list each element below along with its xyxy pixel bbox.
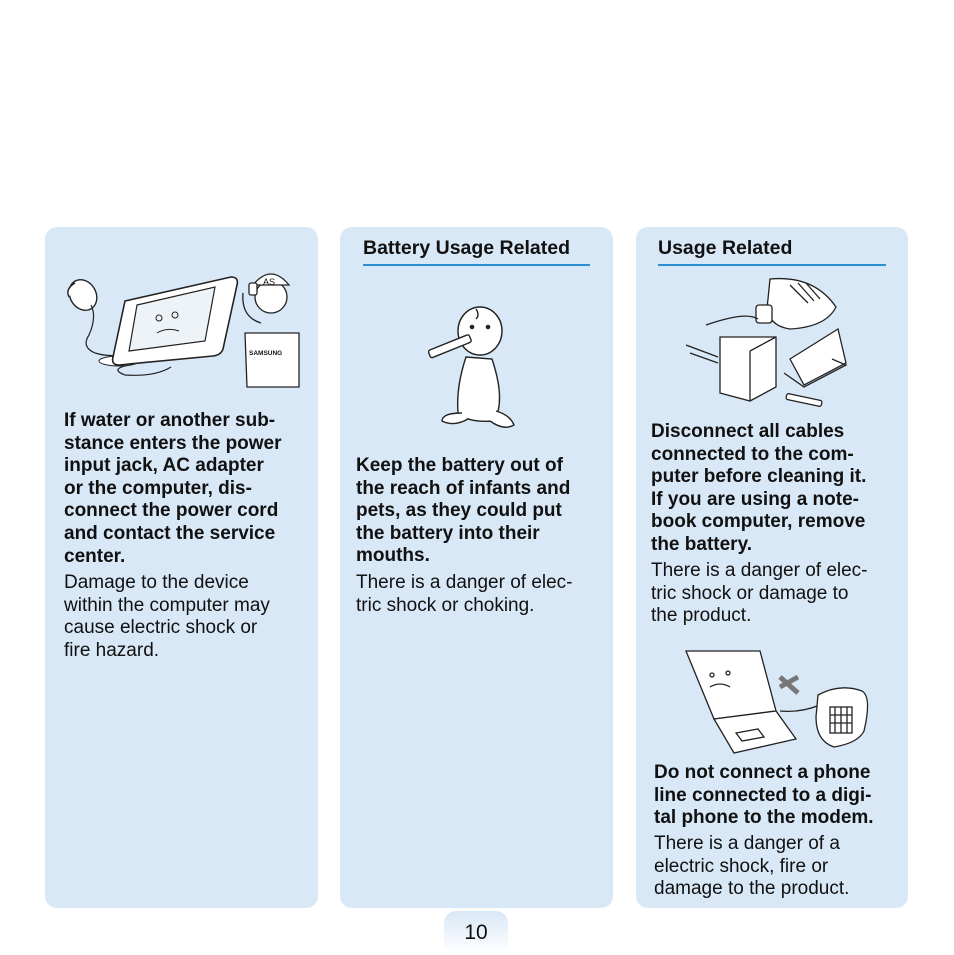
warning-text: Keep the battery out of the reach of inf… [356, 455, 571, 567]
detail-text: There is a danger of elec- tric shock or… [356, 572, 573, 616]
panel-battery-usage: Battery Usage Related Keep the battery o… [340, 227, 613, 908]
water-spill-illustration: AS SAMSUNG [63, 263, 303, 391]
tablet-device [111, 276, 239, 366]
shirt-logo-text: SAMSUNG [249, 350, 282, 357]
unplug-cables-illustration [686, 275, 850, 409]
detail-text-phone: There is a danger of a electric shock, f… [654, 833, 850, 900]
detail-text: Damage to the device within the computer… [64, 572, 270, 661]
section-heading: Battery Usage Related [363, 237, 590, 267]
service-technician [242, 273, 300, 388]
warning-text-cleaning: Disconnect all cables connected to the c… [651, 421, 867, 555]
panel-general-usage: Usage Related Disconnect all cables conn… [636, 227, 908, 908]
detail-text-cleaning: There is a danger of elec- tric shock or… [651, 560, 868, 627]
infant-battery-illustration [428, 303, 528, 433]
warning-text-phone: Do not connect a phone line connected to… [654, 762, 874, 829]
warning-text: If water or another sub- stance enters t… [64, 410, 282, 567]
service-cap-text: AS [263, 277, 275, 287]
panel-water-warning: AS SAMSUNG If water or another sub- stan… [45, 227, 318, 908]
section-heading: Usage Related [658, 237, 886, 267]
phone-modem-illustration [684, 645, 870, 757]
page-number: 10 [444, 911, 508, 954]
